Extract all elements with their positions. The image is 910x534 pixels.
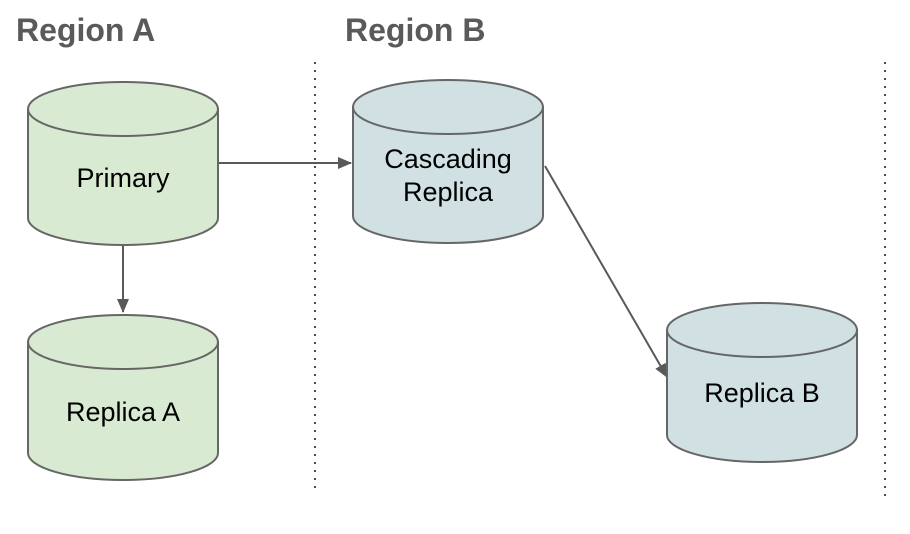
- node-primary: [27, 81, 219, 246]
- region-b-label: Region B: [345, 12, 486, 48]
- cascading-replica-cylinder-top: [352, 79, 544, 135]
- replica-a-cylinder-body: [27, 341, 219, 481]
- primary-cylinder-top: [27, 81, 219, 137]
- node-cascading-replica: [352, 79, 544, 244]
- node-replica-a: [27, 314, 219, 481]
- replica-a-node-label: Replica A: [65, 397, 181, 427]
- node-replica-b: [666, 302, 858, 463]
- replica-b-cylinder-top: [666, 302, 858, 358]
- edge-cascading-to-replica-b: [544, 165, 668, 378]
- primary-node-label: Primary: [76, 163, 170, 193]
- replica-b-node-label: Replica B: [704, 378, 820, 408]
- cascading-replica-node-label: Cascading Replica: [384, 144, 512, 207]
- replica-b-cylinder-body: [666, 329, 858, 463]
- cascading-replica-cylinder-body: [352, 106, 544, 244]
- primary-cylinder-body: [27, 108, 219, 246]
- region-a-label: Region A: [16, 12, 156, 48]
- replica-a-cylinder-top: [27, 314, 219, 370]
